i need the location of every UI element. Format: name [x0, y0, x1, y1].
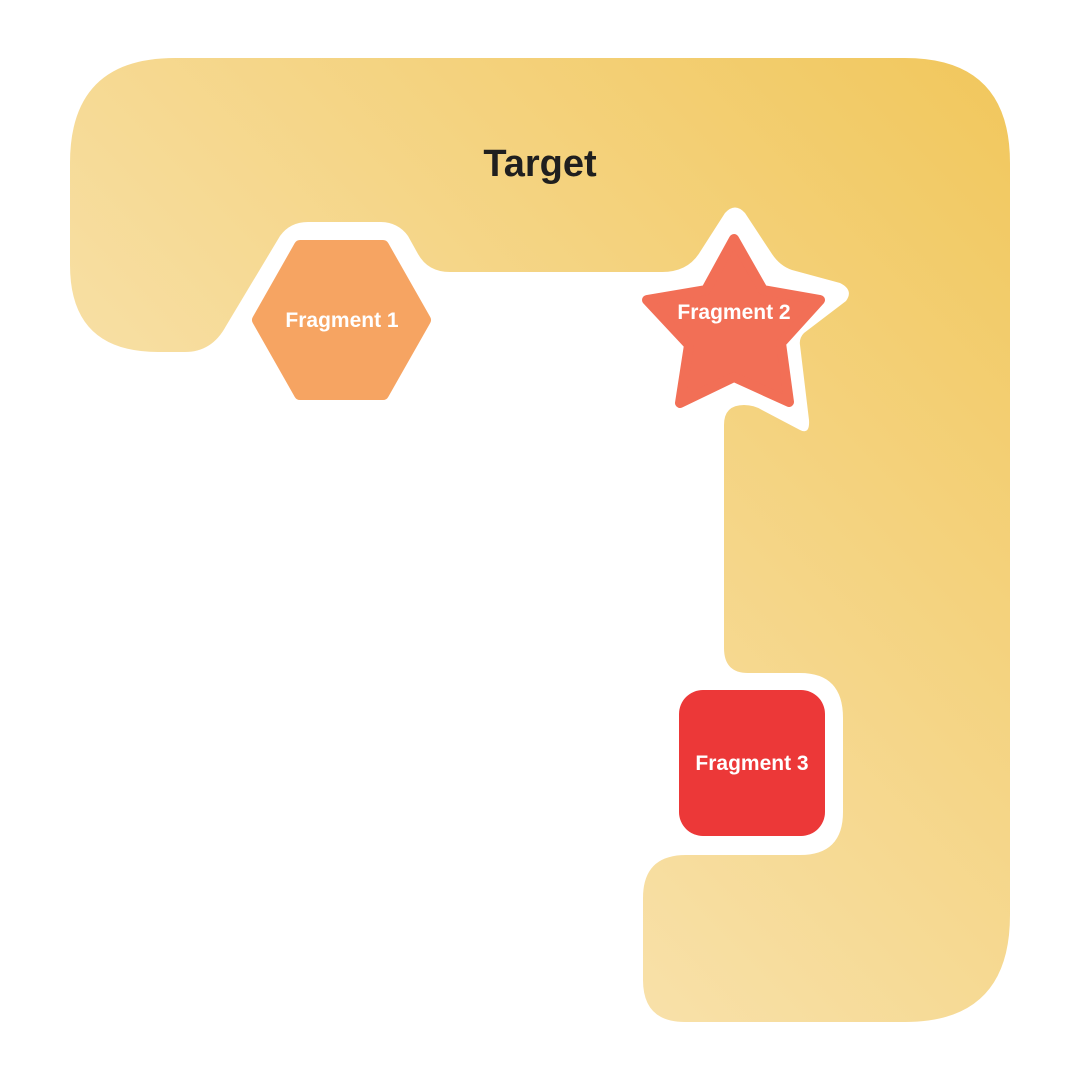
diagram-title: Target: [483, 143, 597, 185]
fragment-1-label: Fragment 1: [285, 309, 399, 332]
fragment-3-label: Fragment 3: [695, 752, 808, 775]
fragment-3-square-shape: [679, 690, 825, 836]
fragment-1-hexagon-shape: [252, 240, 431, 400]
fragment-1: Fragment 1: [252, 240, 431, 400]
target-region: [70, 58, 1010, 1022]
fragment-2: Fragment 2: [642, 234, 825, 408]
fragment-2-label: Fragment 2: [677, 301, 790, 324]
fragment-2-star-shape: [642, 234, 825, 408]
fragment-3: Fragment 3: [679, 690, 825, 836]
